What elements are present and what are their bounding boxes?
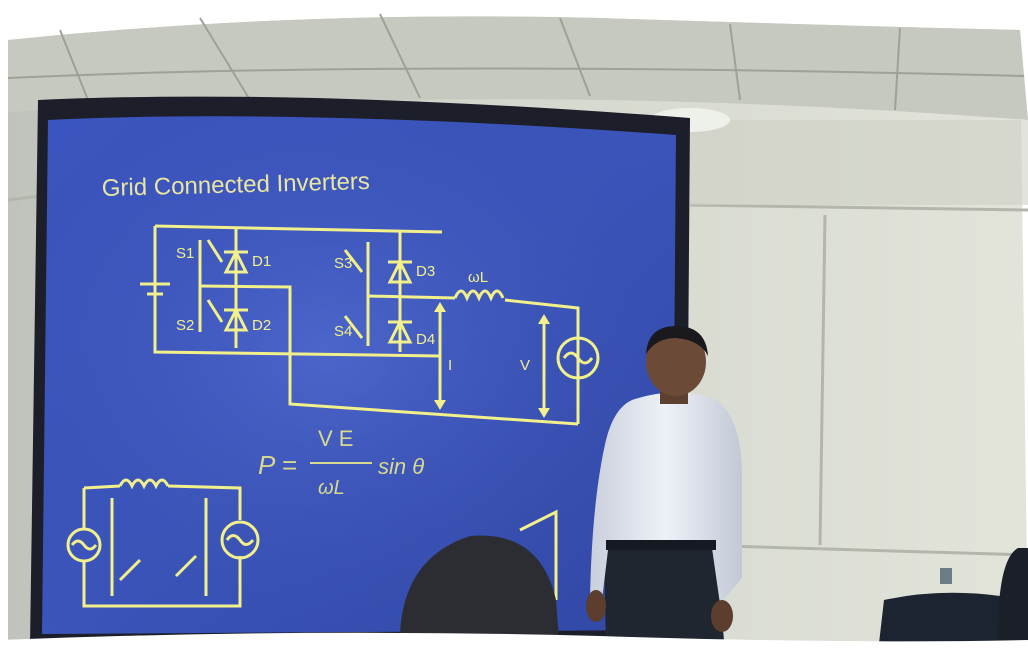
- inductor-label: ωL: [468, 269, 488, 286]
- equation-lhs: P =: [258, 450, 297, 480]
- arrowheads: [434, 302, 550, 418]
- presenter-trousers: [604, 548, 725, 652]
- inductor-coil: [453, 289, 505, 302]
- presenter-hair: [646, 326, 708, 356]
- audience-head-center: [399, 535, 560, 652]
- diode-d4: [387, 318, 413, 344]
- equation-fraction-bar: [310, 462, 372, 464]
- diode-label-d1: D1: [252, 253, 271, 270]
- wall-switch: [940, 568, 952, 584]
- photo-bottom-edge: [0, 632, 1028, 652]
- diode-d1: [223, 248, 249, 274]
- diode-label-d2: D2: [252, 317, 271, 334]
- upper-wall-panel: [690, 120, 1028, 205]
- current-label: I: [448, 357, 452, 374]
- presenter-belt: [606, 540, 716, 550]
- diodes: [223, 248, 413, 344]
- presenter: [586, 326, 742, 652]
- switch-label-s1: S1: [176, 245, 194, 262]
- ceiling-tile-lines: [7, 13, 1025, 111]
- presenter-shirt: [590, 392, 742, 604]
- diode-d3: [387, 258, 413, 284]
- phasor-sketch: [519, 509, 558, 600]
- inverter-circuit: [140, 224, 580, 426]
- presenter-right-hand: [711, 600, 733, 632]
- equation-denominator: ωL: [318, 477, 345, 499]
- diode-d2: [223, 306, 249, 332]
- diode-label-d4: D4: [416, 331, 435, 348]
- wall-panel-lines: [7, 194, 1028, 557]
- ac-source: [556, 336, 600, 380]
- power-equation: P = V E ωL sin θ: [258, 426, 424, 499]
- equation-tail: sin θ: [378, 454, 424, 479]
- circuit-labels: S1 S2 S3 S4 D1 D2 D3 D4 ωL V I: [176, 245, 530, 374]
- presenter-head: [646, 328, 706, 396]
- switch-label-s3: S3: [334, 255, 352, 272]
- switch-label-s4: S4: [334, 323, 352, 340]
- equation-numerator: V E: [318, 426, 353, 451]
- equivalent-circuit: [66, 478, 260, 608]
- presenter-left-hand: [586, 590, 606, 622]
- switch-label-s2: S2: [176, 317, 194, 334]
- audience: [399, 535, 1028, 652]
- audience-shoulder-right: [878, 592, 1028, 652]
- diode-label-d3: D3: [416, 263, 435, 280]
- audience-head-right: [997, 548, 1028, 652]
- source-label: V: [520, 357, 530, 374]
